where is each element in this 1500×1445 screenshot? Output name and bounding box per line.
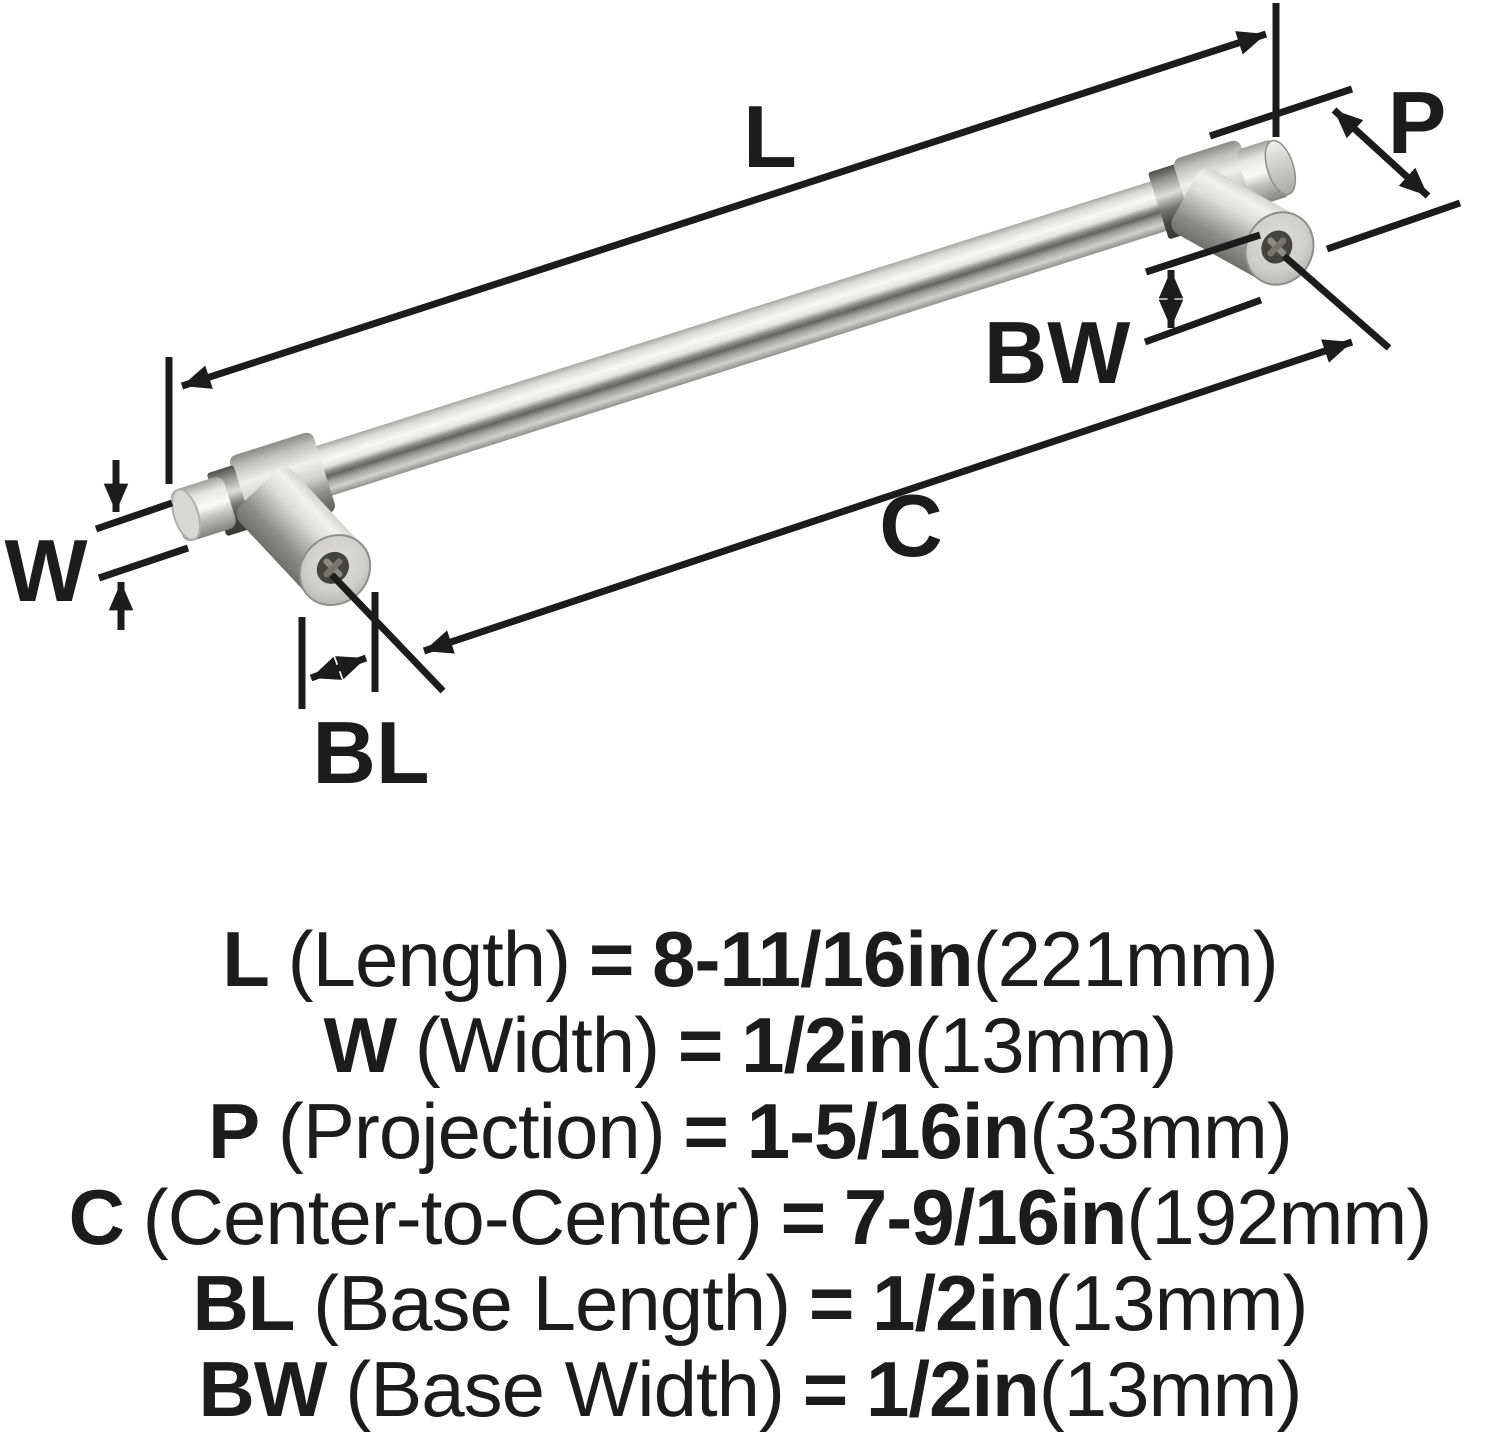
spec-line-base-length: BL(Base Length)=1/2in(13mm): [0, 1260, 1500, 1346]
dim-BW-tick-upper: [1144, 231, 1262, 276]
spec-line-width: W(Width)=1/2in(13mm): [0, 1002, 1500, 1088]
spec-code: L: [222, 915, 270, 1003]
spec-name: (Base Width): [345, 1345, 785, 1433]
dim-L-line: [180, 30, 1268, 390]
spec-imperial-value: 8-11/16in: [652, 915, 974, 1003]
spec-name: (Center-to-Center): [142, 1173, 763, 1261]
spec-imperial-value: 1/2in: [866, 1345, 1040, 1433]
spec-name: (Length): [287, 915, 572, 1003]
spec-name: (Projection): [277, 1087, 666, 1175]
dim-P-tick-lower: [1325, 199, 1462, 253]
spec-code: BW: [198, 1345, 328, 1433]
dim-W-tick-lower: [97, 544, 190, 582]
label-W: W: [4, 521, 87, 620]
spec-equals: =: [683, 1087, 729, 1175]
dim-C-tick-left: [329, 572, 446, 694]
spec-metric-value: (33mm): [1029, 1087, 1293, 1175]
dim-P-tick-upper: [1208, 85, 1354, 140]
spec-equals: =: [588, 915, 635, 1003]
dim-W-tick-upper: [94, 499, 174, 533]
spec-code: C: [68, 1173, 125, 1261]
diagram-canvas: L W C BL BW P: [4, 3, 1462, 802]
label-L: L: [743, 87, 797, 186]
spec-code: W: [323, 1001, 397, 1089]
dim-BL-arrow: [309, 654, 368, 682]
spec-equals: =: [677, 1001, 724, 1089]
spec-imperial-value: 7-9/16in: [843, 1173, 1127, 1261]
spec-imperial-value: 1/2in: [741, 1001, 915, 1089]
right-end-cap-face: [1264, 139, 1297, 196]
spec-code: BL: [192, 1259, 295, 1347]
label-P: P: [1388, 73, 1447, 172]
left-end-cap-face: [171, 488, 201, 541]
left-mounting-post: [236, 467, 372, 606]
dim-C-tick-right: [1281, 253, 1392, 351]
right-screw-cross-icon: [1267, 237, 1287, 257]
dimension-spec-list: L(Length)=8-11/16in(221mm) W(Width)=1/2i…: [0, 916, 1500, 1432]
spec-name: (Width): [414, 1001, 660, 1089]
label-BL: BL: [312, 703, 429, 802]
spec-imperial-value: 1-5/16in: [746, 1087, 1030, 1175]
spec-line-base-width: BW(Base Width)=1/2in(13mm): [0, 1346, 1500, 1432]
dim-P-arrow: [1331, 107, 1431, 199]
dim-C-line: [422, 338, 1354, 655]
dim-BW-tick-lower: [1143, 296, 1263, 346]
spec-metric-value: (192mm): [1126, 1173, 1432, 1261]
spec-metric-value: (13mm): [913, 1001, 1178, 1089]
spec-line-center-to-center: C(Center-to-Center)=7-9/16in(192mm): [0, 1174, 1500, 1260]
spec-code: P: [208, 1087, 260, 1175]
spec-equals: =: [802, 1345, 849, 1433]
left-screw-cross-icon: [323, 558, 343, 578]
spec-metric-value: (13mm): [1044, 1259, 1309, 1347]
spec-metric-value: (221mm): [972, 915, 1279, 1003]
spec-equals: =: [780, 1173, 827, 1261]
handle-bar: [170, 139, 1297, 542]
label-BW: BW: [984, 303, 1131, 402]
label-C: C: [879, 476, 943, 575]
spec-name: (Base Length): [313, 1259, 791, 1347]
spec-equals: =: [808, 1259, 855, 1347]
spec-imperial-value: 1/2in: [872, 1259, 1046, 1347]
spec-line-length: L(Length)=8-11/16in(221mm): [0, 916, 1500, 1002]
spec-line-projection: P(Projection)=1-5/16in(33mm): [0, 1088, 1500, 1174]
spec-metric-value: (13mm): [1038, 1345, 1303, 1433]
